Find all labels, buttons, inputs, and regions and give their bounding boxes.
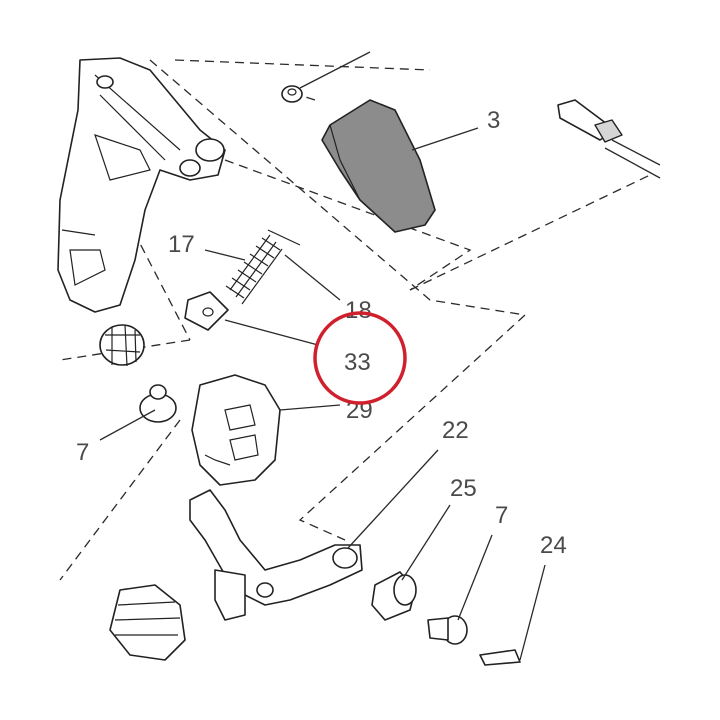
callout-24: 24	[540, 532, 567, 559]
part-33-clip	[184, 291, 229, 331]
part-24-pin	[479, 649, 521, 666]
callout-7-left: 7	[76, 439, 89, 466]
leader-lines	[99, 51, 546, 661]
part-7-left-screw	[139, 384, 177, 423]
callout-33: 33	[344, 349, 371, 376]
bushing-top	[281, 85, 303, 103]
callout-25: 25	[450, 475, 477, 502]
callout-22: 22	[442, 417, 469, 444]
assembly-guide-lines	[59, 59, 651, 581]
callout-3: 3	[487, 107, 500, 134]
part-7-right-screw	[427, 615, 468, 645]
gear-part	[99, 324, 145, 367]
part-17-spring	[225, 229, 301, 305]
main-housing	[57, 57, 226, 313]
highlight-circle	[313, 311, 407, 405]
part-22-lever	[189, 489, 363, 621]
callout-18: 18	[345, 297, 372, 324]
callout-labels: 3 17 18 33 29 7 22 25 7 24	[76, 107, 567, 559]
callout-17: 17	[168, 231, 195, 258]
boot-bottom-left	[109, 584, 186, 661]
part-29-block	[191, 374, 281, 486]
connector-top-right	[557, 99, 661, 179]
callout-7-right: 7	[495, 502, 508, 529]
part-3-cover	[321, 99, 436, 233]
part-25-bushing	[371, 571, 417, 621]
